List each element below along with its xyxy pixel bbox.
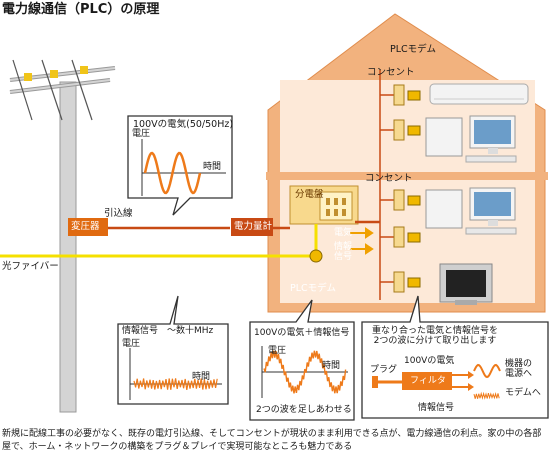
outlets: [393, 84, 405, 293]
split-box-title: 重なり合った電気と情報信号を 2つの波に分けて取り出します: [372, 326, 499, 347]
info-signal-time-label: 時間: [192, 372, 211, 382]
plc-modem-label-bottom: PLCモデム: [290, 283, 336, 294]
plc-modem-label-top: PLCモデム: [390, 44, 436, 55]
air-conditioner: [429, 83, 529, 105]
to-device-label: 機器の 電源へ: [505, 359, 533, 379]
info-signal-box-title: 情報信号 ～数十MHz: [122, 326, 214, 336]
split-power-label: 100Vの電気: [404, 356, 455, 366]
drop-line-label: 引込線: [104, 208, 133, 219]
electricity-label: 電気: [334, 228, 353, 238]
power-meter-box: [231, 218, 273, 236]
info-signal-label: 情報 信号: [334, 242, 353, 263]
info-signal-box: [117, 295, 229, 405]
plug-label: プラグ: [370, 365, 398, 375]
house-wiring: [379, 70, 395, 300]
optical-fiber-label: 光ファイバー: [2, 261, 59, 272]
power-wave-time-label: 時間: [203, 162, 222, 172]
combined-caption: 2つの波を足しあわせる: [256, 405, 352, 415]
split-box: [361, 295, 549, 419]
distribution-panel: [289, 185, 359, 225]
power-wave-box: [127, 115, 233, 216]
panel-arrows: [350, 227, 374, 255]
television: [439, 263, 493, 305]
power-meter-label: 電力量計: [234, 221, 273, 232]
page-title: 電力線通信（PLC）の原理: [2, 2, 160, 17]
outlet-label-top: コンセント: [367, 67, 415, 78]
outlet-label-mid: コンセント: [365, 173, 413, 184]
combined-time-label: 時間: [322, 361, 341, 371]
computer-lower: [425, 187, 517, 235]
to-modem-label: モデムへ: [505, 388, 541, 398]
plc-modems: [407, 90, 421, 288]
power-wave-voltage-label: 電圧: [132, 129, 151, 139]
bottom-caption: 新規に配線工事の必要がなく、既存の電灯引込線、そしてコンセントが現状のまま利用で…: [2, 429, 542, 452]
house: [266, 13, 548, 313]
transformer-label: 変圧器: [71, 221, 100, 232]
info-signal-voltage-label: 電圧: [122, 339, 141, 349]
transformer-box: [68, 218, 108, 236]
combined-box-title: 100Vの電気＋情報信号: [254, 328, 350, 338]
utility-pole: [9, 59, 116, 413]
combined-voltage-label: 電圧: [268, 346, 287, 356]
split-info-signal-label: 情報信号: [418, 403, 455, 413]
computer-upper: [425, 115, 517, 163]
combined-wave-box: [249, 299, 355, 421]
filter-label: フィルタ: [410, 376, 446, 386]
distribution-panel-label: 分電盤: [295, 189, 324, 200]
power-wave-title: 100Vの電気(50/50Hz): [133, 119, 234, 130]
panel-plc-modem: [309, 249, 323, 263]
